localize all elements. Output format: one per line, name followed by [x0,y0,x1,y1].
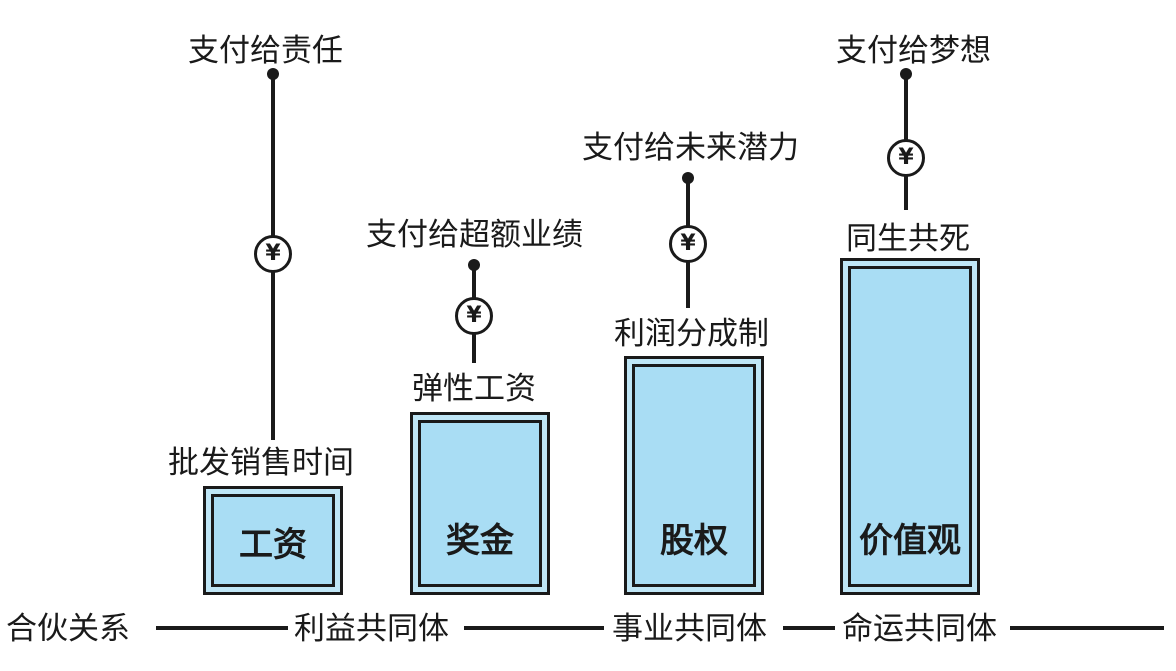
stage-label-3: 命运共同体 [842,611,997,647]
base-label-2: 弹性工资 [412,371,536,407]
top-label-2: 支付给超额业绩 [366,217,583,253]
baseline-segment-2 [464,626,604,630]
bar-values-fill: 价值观 [848,266,972,587]
yen-icon-4: ¥ [887,139,925,177]
stage-label-2: 事业共同体 [612,611,767,647]
top-label-4: 支付给梦想 [836,33,991,69]
bar-label-wages: 工资 [239,525,307,565]
bar-label-bonus: 奖金 [446,521,514,561]
base-label-1: 批发销售时间 [168,445,354,481]
yen-icon-3: ¥ [669,225,707,263]
yen-icon-1: ¥ [254,235,292,273]
bar-label-values: 价值观 [859,521,961,561]
bar-equity: 股权 [624,356,764,595]
bar-values: 价值观 [840,258,980,595]
bar-bonus: 奖金 [410,412,550,595]
base-label-4: 同生共死 [846,221,970,257]
yen-icon-2: ¥ [455,297,493,335]
bar-equity-fill: 股权 [632,364,756,587]
top-label-1: 支付给责任 [188,33,343,69]
baseline-segment-3 [783,626,835,630]
base-label-3: 利润分成制 [614,316,769,352]
stage-label-1: 利益共同体 [294,611,449,647]
baseline-segment-1 [156,626,288,630]
bar-bonus-fill: 奖金 [418,420,542,587]
baseline-segment-4 [1010,626,1164,630]
baseline-title: 合伙关系 [6,611,130,647]
top-label-3: 支付给未来潜力 [582,130,799,166]
bar-wages: 工资 [203,486,343,595]
bar-label-equity: 股权 [660,521,728,561]
bar-wages-fill: 工资 [211,494,335,587]
